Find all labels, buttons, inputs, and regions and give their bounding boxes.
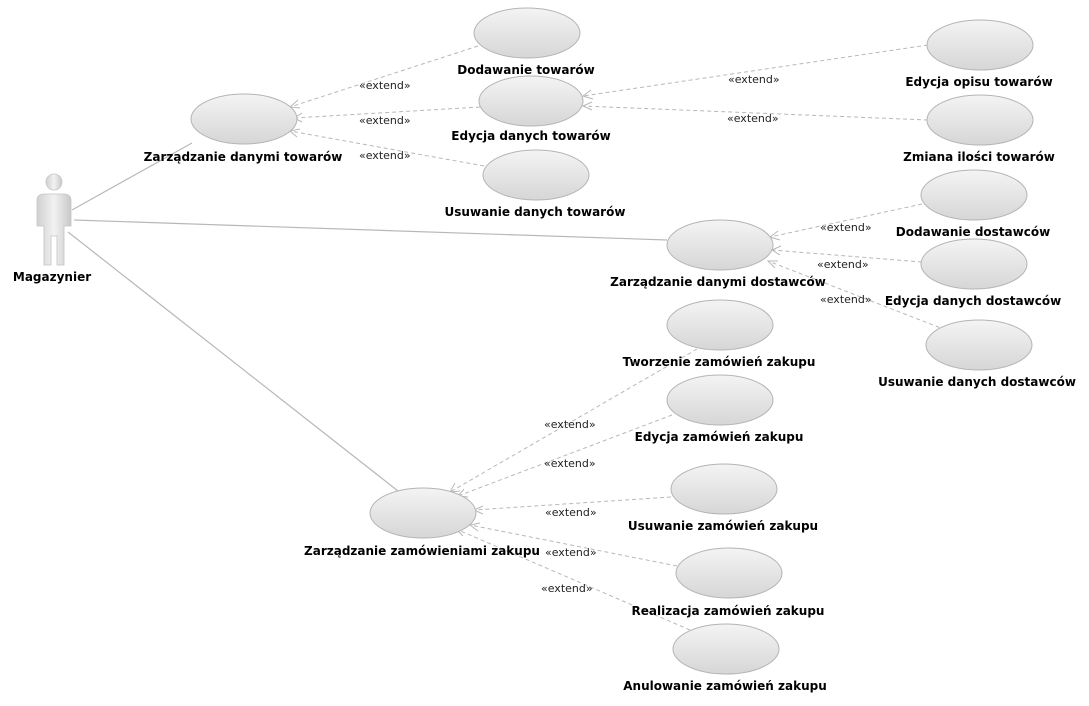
use-case-label: Edycja opisu towarów [905, 75, 1052, 89]
assoc-actor-dostawcy [73, 219, 668, 241]
extend-label: «extend» [817, 258, 869, 271]
use-case-label: Usuwanie danych towarów [445, 205, 626, 219]
use-case-label: Zmiana ilości towarów [903, 150, 1055, 164]
assoc-actor-towary [71, 142, 193, 211]
use-case-edycja-zamowien-zakupu[interactable]: Edycja zamówień zakupu [635, 374, 804, 444]
extend-edycja-zamowien: «extend» [456, 414, 673, 498]
extend-realizacja-zamowien: «extend» [468, 522, 678, 567]
extend-label: «extend» [545, 506, 597, 519]
extend-label: «extend» [359, 149, 411, 162]
extend-label: «extend» [359, 79, 411, 92]
assoc-actor-zamowienia [67, 231, 399, 492]
use-case-label: Dodawanie towarów [457, 63, 594, 77]
use-case-edycja-opisu-towarow[interactable]: Edycja opisu towarów [905, 19, 1053, 89]
use-case-zarzadzanie-zamowieniami-zakupu[interactable]: Zarządzanie zamówieniami zakupu [304, 487, 540, 558]
extend-edycja-danych-towarow: «extend» [292, 106, 481, 127]
extend-label: «extend» [544, 418, 596, 431]
use-case-label: Zarządzanie zamówieniami zakupu [304, 544, 540, 558]
use-case-label: Edycja zamówień zakupu [635, 430, 804, 444]
extend-label: «extend» [820, 293, 872, 306]
use-case-label: Dodawanie dostawców [896, 225, 1050, 239]
use-case-zarzadzanie-danymi-towarow[interactable]: Zarządzanie danymi towarów [144, 93, 343, 164]
extend-label: «extend» [545, 546, 597, 559]
extend-label: «extend» [359, 114, 411, 127]
extend-usuwanie-danych-dostawcow: «extend» [766, 260, 947, 331]
use-case-label: Zarządzanie danymi towarów [144, 150, 343, 164]
use-case-label: Zarządzanie danymi dostawców [610, 275, 826, 289]
extend-zmiana-ilosci-towarow: «extend» [581, 101, 929, 125]
extend-tworzenie-zamowien: «extend» [449, 348, 698, 493]
extend-edycja-danych-dostawcow: «extend» [770, 245, 923, 271]
extend-dodawanie-towarow: «extend» [288, 45, 479, 109]
use-case-label: Realizacja zamówień zakupu [632, 604, 825, 618]
use-case-edycja-danych-towarow[interactable]: Edycja danych towarów [451, 75, 611, 143]
extend-label: «extend» [541, 582, 593, 595]
associations [67, 142, 668, 492]
use-case-usuwanie-danych-dostawcow[interactable]: Usuwanie danych dostawców [878, 319, 1076, 389]
extend-label: «extend» [820, 221, 872, 234]
use-case-label: Anulowanie zamówień zakupu [623, 679, 827, 693]
use-case-label: Usuwanie zamówień zakupu [628, 519, 818, 533]
extend-label: «extend» [727, 112, 779, 125]
use-case-dodawanie-towarow[interactable]: Dodawanie towarów [457, 7, 595, 77]
extend-relations: «extend» «extend» «extend» «extend» «ext… [288, 44, 947, 631]
use-case-realizacja-zamowien-zakupu[interactable]: Realizacja zamówień zakupu [632, 547, 825, 618]
use-case-edycja-danych-dostawcow[interactable]: Edycja danych dostawców [885, 238, 1061, 308]
use-case-tworzenie-zamowien-zakupu[interactable]: Tworzenie zamówień zakupu [623, 299, 816, 369]
extend-label: «extend» [544, 457, 596, 470]
extend-usuwanie-zamowien: «extend» [472, 496, 672, 519]
use-case-label: Usuwanie danych dostawców [878, 375, 1076, 389]
use-case-label: Tworzenie zamówień zakupu [623, 355, 816, 369]
use-case-label: Edycja danych towarów [451, 129, 610, 143]
actor-figure-icon [36, 173, 72, 266]
use-case-anulowanie-zamowien-zakupu[interactable]: Anulowanie zamówień zakupu [623, 623, 827, 693]
extend-edycja-opisu-towarow: «extend» [581, 44, 929, 100]
use-case-zmiana-ilosci-towarow[interactable]: Zmiana ilości towarów [903, 94, 1055, 164]
use-case-zarzadzanie-danymi-dostawcow[interactable]: Zarządzanie danymi dostawców [610, 219, 826, 289]
use-case-dodawanie-dostawcow[interactable]: Dodawanie dostawców [896, 169, 1050, 239]
use-case-usuwanie-zamowien-zakupu[interactable]: Usuwanie zamówień zakupu [628, 463, 818, 533]
use-case-label: Edycja danych dostawców [885, 294, 1061, 308]
actor-magazynier[interactable]: Magazynier [13, 173, 91, 284]
extend-label: «extend» [728, 73, 780, 86]
use-case-usuwanie-danych-towarow[interactable]: Usuwanie danych towarów [445, 149, 626, 219]
actor-name: Magazynier [13, 270, 91, 284]
